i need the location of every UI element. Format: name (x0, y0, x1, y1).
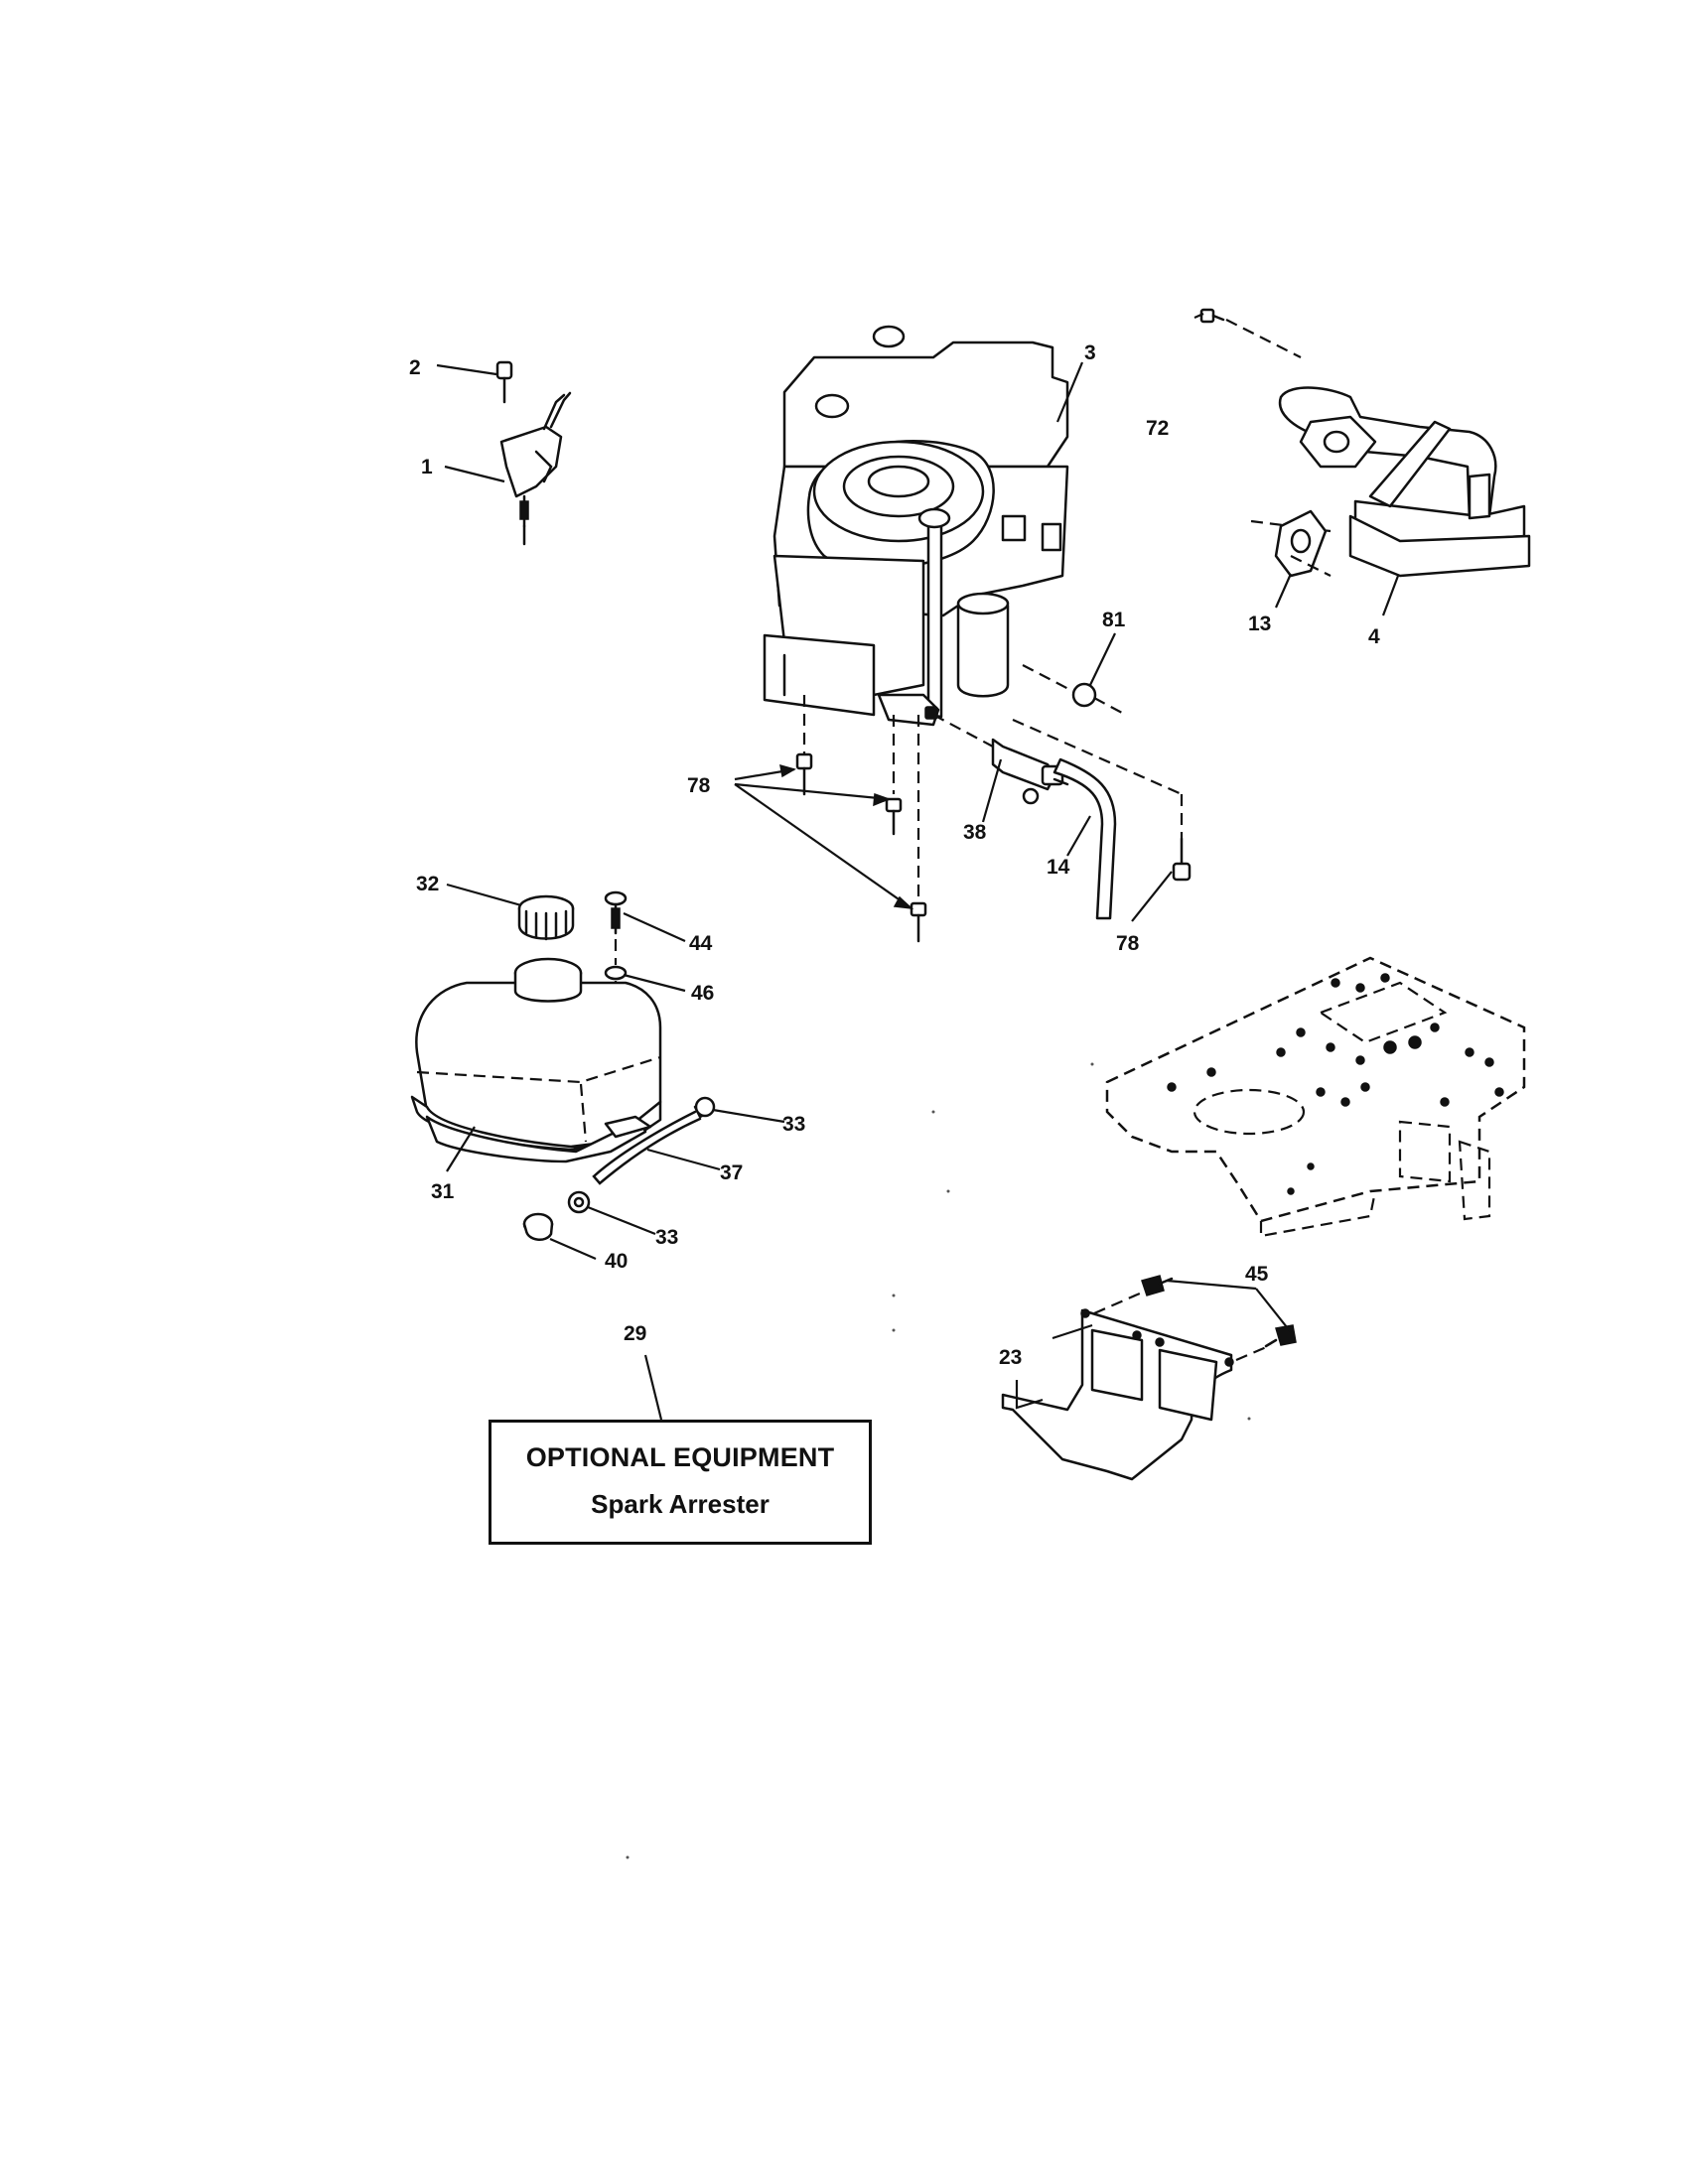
plate-23-part (1001, 1308, 1234, 1481)
fuel-tank-31-part (410, 957, 662, 1163)
screws-45-part (1093, 1275, 1297, 1362)
callout-78b: 78 (1116, 932, 1140, 955)
fuel-cap-32-part (517, 894, 575, 941)
callout-3: 3 (1084, 341, 1096, 364)
screw-44-washer-46-part (604, 890, 628, 1092)
scan-specks (626, 1062, 1251, 1859)
callout-labels: 2 1 3 72 13 4 81 78 38 14 78 32 44 46 33… (409, 341, 1380, 1369)
callout-38: 38 (963, 821, 987, 844)
fuel-hose-14-part (1052, 757, 1117, 920)
callout-78a: 78 (687, 774, 711, 797)
callout-40: 40 (605, 1250, 628, 1273)
callout-37: 37 (720, 1161, 743, 1184)
callout-1: 1 (421, 456, 433, 478)
bushing-40-part (522, 1212, 554, 1241)
callout-72: 72 (1146, 417, 1169, 440)
callout-45: 45 (1245, 1263, 1269, 1286)
gasket-13-part (1250, 509, 1332, 578)
throttle-bracket-part (495, 360, 572, 546)
callout-44: 44 (689, 932, 713, 955)
bolt-72-part (1199, 308, 1302, 358)
muffler-part (1278, 386, 1531, 578)
engine-part (763, 325, 1069, 727)
callout-14: 14 (1047, 856, 1070, 879)
callout-4: 4 (1368, 625, 1380, 648)
bolts-78-part (795, 695, 1192, 943)
arrowheads (779, 763, 914, 910)
leader-lines (436, 312, 1400, 1421)
optional-equipment-title: OPTIONAL EQUIPMENT (525, 1442, 835, 1472)
callout-32: 32 (416, 873, 439, 895)
callout-23: 23 (999, 1346, 1022, 1369)
fuel-line-37-part (567, 1096, 716, 1214)
callout-81: 81 (1102, 609, 1126, 631)
callout-2: 2 (409, 356, 421, 379)
callout-29: 29 (624, 1322, 646, 1345)
callout-31: 31 (431, 1180, 455, 1203)
nut-81-part (1022, 664, 1123, 714)
callout-46: 46 (691, 982, 714, 1005)
optional-equipment-box: OPTIONAL EQUIPMENT Spark Arrester (489, 1420, 872, 1545)
callout-33a: 33 (782, 1113, 805, 1136)
callout-33b: 33 (655, 1226, 678, 1249)
tractor-frame-part (1105, 956, 1526, 1238)
spark-arrester-label: Spark Arrester (591, 1489, 770, 1519)
callout-13: 13 (1248, 613, 1271, 635)
fuel-shutoff-38-part (932, 714, 1069, 805)
